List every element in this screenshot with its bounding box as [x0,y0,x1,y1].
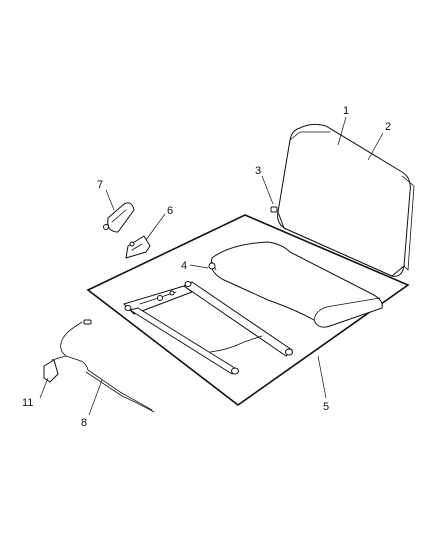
callout-4: 4 [181,260,187,272]
leader-6 [145,213,166,241]
leader-1 [337,116,347,146]
leader-5 [317,355,327,399]
leader-7 [105,189,115,211]
callout-3: 3 [255,165,261,177]
floor-panel [86,214,410,406]
seat-cushion [208,241,383,328]
handle-11 [43,355,67,383]
leader-2 [367,132,384,161]
callout-1: 1 [343,105,349,117]
seat-back [277,123,415,277]
bracket-7 [103,202,135,233]
callout-2: 2 [385,121,391,133]
seat-frame [123,281,293,375]
callout-8: 8 [81,417,87,429]
leader-11 [39,377,49,399]
clip [270,206,278,213]
callout-11: 11 [22,397,33,409]
latch-6 [125,235,151,259]
callout-7: 7 [97,179,103,191]
callout-6: 6 [167,205,173,217]
leader-4 [189,264,209,269]
leader-8 [88,379,103,416]
cable-assembly [60,319,155,413]
callout-5: 5 [323,401,329,413]
leader-3 [261,175,274,205]
